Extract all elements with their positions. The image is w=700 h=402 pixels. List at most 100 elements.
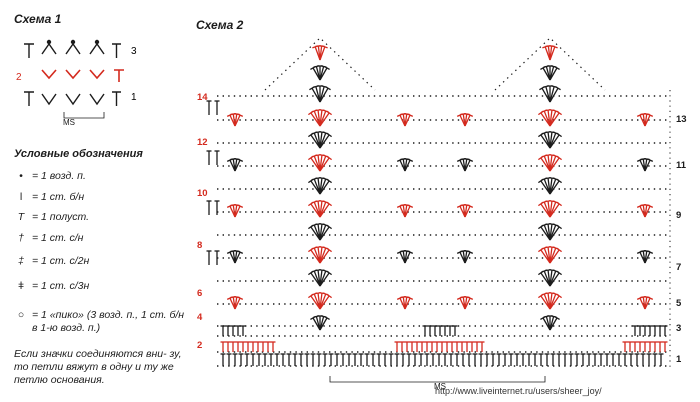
stitch-top <box>326 178 333 184</box>
row-number-right: 5 <box>676 298 682 309</box>
row-number-right: 7 <box>676 262 682 273</box>
stitch <box>319 157 330 172</box>
stitch <box>234 114 241 127</box>
stitch-top <box>237 158 244 162</box>
triple-treble-icon: ǂ <box>17 280 25 292</box>
row-number-left: 14 <box>197 92 208 103</box>
stitch-top <box>554 315 560 320</box>
scheme1-diagram: 3 2 1 <box>16 39 137 119</box>
stitch-top <box>467 113 474 117</box>
stitch <box>549 134 560 149</box>
stitch-top <box>556 247 563 253</box>
stitch-top <box>237 250 244 254</box>
stitch <box>549 180 560 195</box>
scheme1-row2 <box>41 69 124 82</box>
stitch <box>319 46 326 61</box>
stitch <box>464 251 471 264</box>
stitch-top <box>647 250 654 254</box>
row-number-left: 4 <box>197 312 203 323</box>
scheme1-row1 <box>24 91 121 106</box>
stitch <box>319 67 328 81</box>
stitch <box>549 67 558 81</box>
scheme1-row-1: 1 <box>131 92 137 103</box>
legend-text: = 1 ст. с/н <box>32 232 84 244</box>
legend-text: = 1 полуст. <box>32 211 90 223</box>
stitch <box>319 272 330 287</box>
stitch-top <box>237 204 244 208</box>
stitch-top <box>556 155 563 161</box>
row-number-left: 6 <box>197 288 203 299</box>
stitch-top <box>647 296 654 300</box>
stitch-top <box>407 296 414 300</box>
chain-dot-icon: • <box>19 170 23 182</box>
stitch-top <box>467 204 474 208</box>
row-number-left: 8 <box>197 240 203 251</box>
stitch <box>404 205 411 218</box>
double-crochet-icon: † <box>18 232 24 244</box>
stitch <box>541 87 551 103</box>
stitch-top <box>407 250 414 254</box>
stitch <box>549 249 560 264</box>
stitch <box>319 249 330 264</box>
scheme2-repeat-label: MS <box>434 382 446 391</box>
legend-text: = 1 ст. с/2н <box>32 255 90 267</box>
stitch-top <box>556 293 563 299</box>
scheme1-title: Схема 1 <box>14 12 62 26</box>
double-treble-icon: ‡ <box>18 255 24 267</box>
stitch <box>644 114 651 127</box>
stitch <box>545 86 551 103</box>
stitch-top <box>556 110 563 116</box>
stitch <box>549 112 560 127</box>
scheme1-row3 <box>24 39 121 58</box>
row-number-left: 12 <box>197 137 208 148</box>
stitch <box>549 295 560 310</box>
stitch-top <box>326 132 333 138</box>
stitch <box>644 205 651 218</box>
legend-item-single-crochet: ǀ = 1 ст. б/н <box>14 191 85 204</box>
scheme2-repeat-bracket <box>329 376 546 383</box>
stitch <box>549 226 560 241</box>
single-crochet-icon: ǀ <box>19 191 23 203</box>
stitch-top <box>326 247 333 253</box>
stitch <box>549 86 555 103</box>
picot-icon: ○ <box>17 309 25 321</box>
stitch-top <box>647 158 654 162</box>
stitch-top <box>467 250 474 254</box>
stitch <box>234 251 241 264</box>
stitch <box>644 159 651 172</box>
stitch-top <box>467 296 474 300</box>
stitch-top <box>407 158 414 162</box>
stitch <box>549 272 560 287</box>
stitch <box>404 297 411 310</box>
stitch-top <box>556 270 563 276</box>
legend-item-triple-treble: ǂ = 1 ст. с/3н <box>14 280 89 293</box>
legend-item-picot: ○ = 1 «пико» (3 возд. п., 1 ст. б/н в 1-… <box>14 309 190 335</box>
stitch-top <box>556 178 563 184</box>
scheme1-row-3: 3 <box>131 46 137 57</box>
stitch-top <box>556 201 563 207</box>
legend-item-chain: • = 1 возд. п. <box>14 170 86 183</box>
legend-item-slip-stitch: T = 1 полуст. <box>14 211 89 224</box>
stitch <box>464 205 471 218</box>
stitch <box>404 251 411 264</box>
stitch <box>549 317 558 331</box>
stitch <box>549 157 560 172</box>
stitch <box>464 114 471 127</box>
legend-title: Условные обозначения <box>14 148 143 160</box>
slip-stitch-icon: T <box>17 211 25 223</box>
legend-note: Если значки соединяются вни- зу, то петл… <box>14 348 182 386</box>
stitch-top <box>326 201 333 207</box>
legend-text: = 1 «пико» (3 возд. п., 1 ст. б/н в 1-ю … <box>32 309 185 334</box>
stitch-top <box>647 204 654 208</box>
stitch-top <box>554 65 560 70</box>
stitch <box>319 203 330 218</box>
row-number-right: 13 <box>676 114 687 125</box>
stitch-top <box>326 155 333 161</box>
stitch-top <box>237 296 244 300</box>
row-number-right: 3 <box>676 323 682 334</box>
stitch <box>319 317 328 331</box>
legend-text: = 1 ст. б/н <box>32 191 85 203</box>
legend-text: = 1 ст. с/3н <box>32 280 90 292</box>
stitch-top <box>326 293 333 299</box>
stitch <box>319 226 330 241</box>
